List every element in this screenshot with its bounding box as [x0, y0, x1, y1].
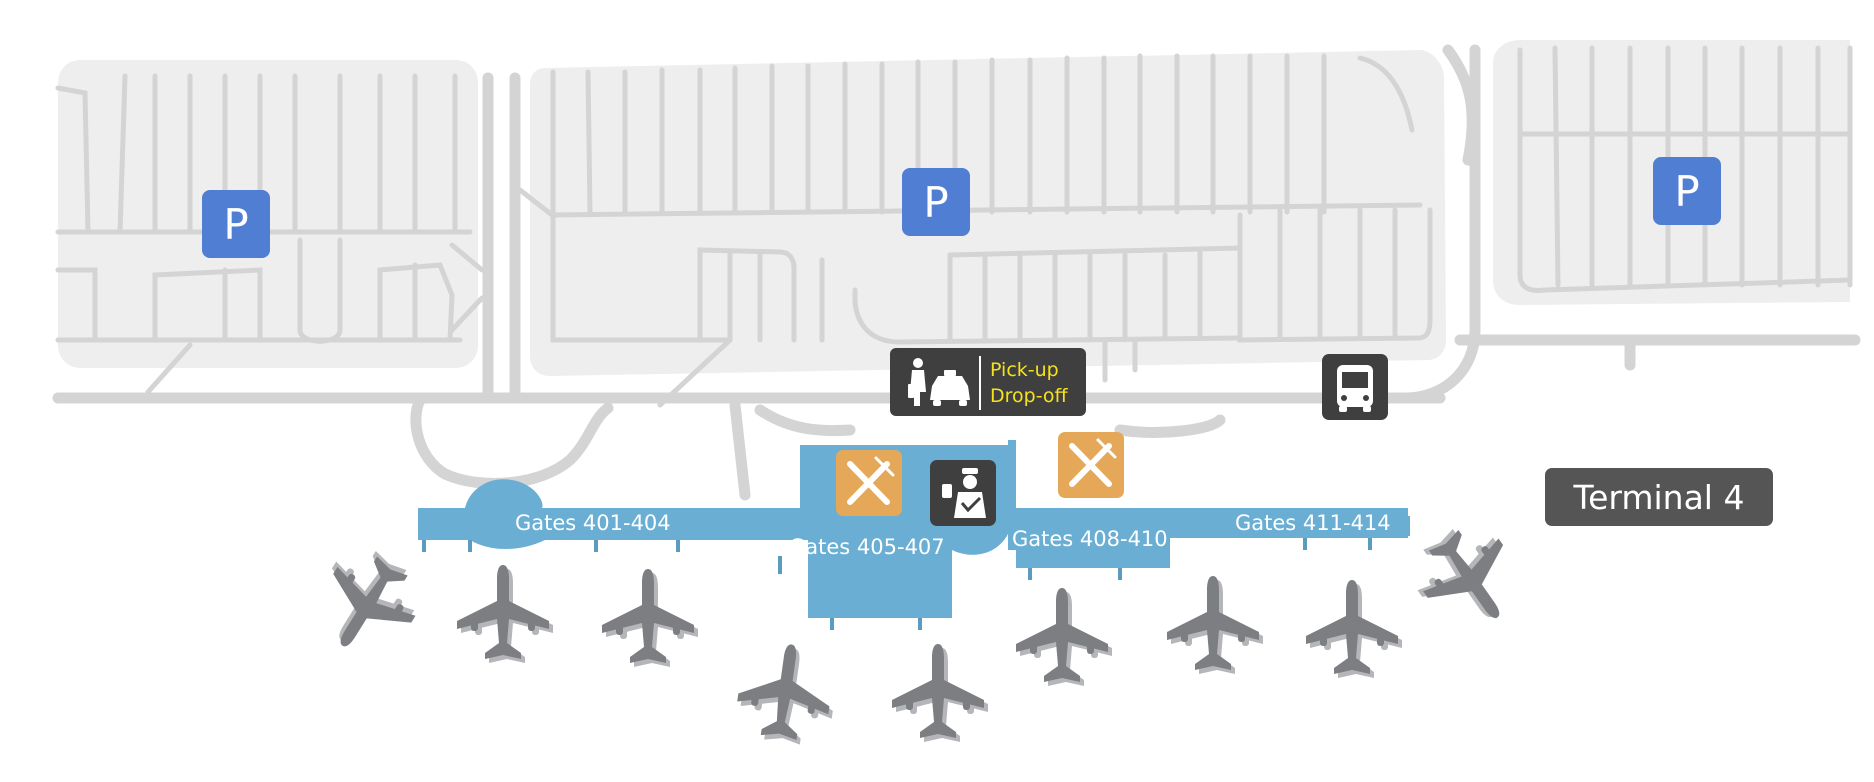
airplane-icon — [602, 569, 698, 667]
dropoff-label: Drop-off — [990, 385, 1069, 407]
gate-label-408-410: Gates 408-410 — [1012, 527, 1168, 551]
parking-sign-west[interactable]: P — [202, 190, 270, 258]
parking-sign-central[interactable]: P — [902, 168, 970, 236]
restaurant-sign-2[interactable] — [1058, 432, 1124, 498]
gate-label-401-404: Gates 401-404 — [515, 511, 671, 535]
bus-sign[interactable] — [1322, 354, 1388, 420]
restaurant-icon — [1069, 438, 1117, 487]
gate-label-405-407: Gates 405-407 — [789, 535, 945, 559]
bus-icon — [1337, 365, 1373, 412]
taxi-icon — [908, 358, 970, 406]
parking-icon: P — [223, 200, 248, 249]
jet-bridges — [422, 538, 1372, 630]
gate-label-411-414: Gates 411-414 — [1235, 511, 1391, 535]
parking-lot-central — [517, 50, 1446, 408]
airplane-icon — [302, 536, 432, 671]
airplane-icon — [1400, 512, 1536, 644]
security-check-sign[interactable] — [930, 460, 996, 526]
terminal-name: Terminal 4 — [1573, 478, 1745, 517]
restaurant-sign-1[interactable] — [836, 450, 902, 516]
pickup-label: Pick-up — [990, 359, 1059, 381]
airplane-icon — [1016, 588, 1112, 686]
parking-icon: P — [1674, 167, 1699, 216]
airplane-icon — [457, 565, 553, 663]
terminal-label: Terminal 4 — [1545, 468, 1773, 526]
airplane-icon — [1167, 576, 1263, 674]
pickup-dropoff-sign[interactable]: Pick-up Drop-off — [890, 348, 1086, 416]
airplane-icon — [1306, 580, 1402, 678]
airplane-icon — [733, 638, 841, 749]
roads — [52, 44, 1861, 501]
terminal-building — [418, 440, 1410, 618]
airplane-icon — [892, 644, 988, 742]
security-check-icon — [942, 468, 986, 518]
parking-icon: P — [923, 178, 948, 227]
restaurant-icon — [847, 456, 895, 505]
parking-sign-east[interactable]: P — [1653, 157, 1721, 225]
